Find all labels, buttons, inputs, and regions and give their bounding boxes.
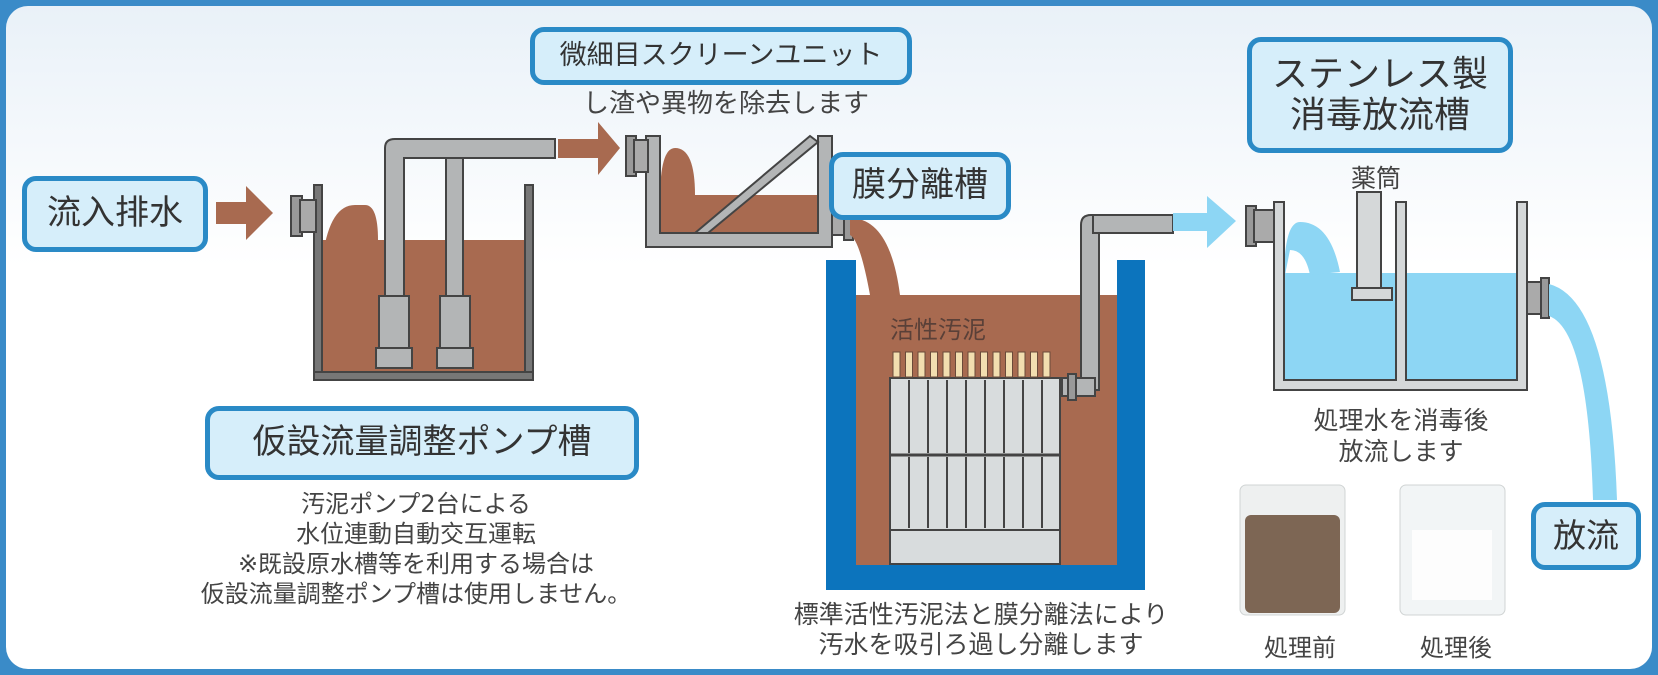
screen-inflow-arrow [558, 122, 620, 175]
membrane-tube [980, 351, 988, 378]
chemical-tube-label: 薬筒 [1350, 164, 1401, 193]
membrane-tube [905, 351, 913, 378]
discharge-stream [1549, 284, 1617, 500]
discharge-label: 放流 [1531, 502, 1641, 570]
membrane-tank [826, 214, 1174, 590]
membrane-tube [930, 351, 938, 378]
membrane-tube [917, 351, 926, 378]
disinfect-description: 処理水を消毒後 放流します [1313, 406, 1489, 467]
membrane-tube [942, 351, 951, 378]
pump-tank-label: 仮設流量調整ポンプ槽 [205, 406, 639, 480]
membrane-tank-label: 膜分離槽 [829, 152, 1011, 220]
screen-unit-label: 微細目スクリーンユニット [530, 27, 912, 85]
stainless-tank-label: ステンレス製 消毒放流槽 [1247, 37, 1513, 153]
screen-unit [625, 134, 854, 248]
membrane-tube [955, 351, 963, 378]
membrane-tube [967, 351, 976, 378]
process-flow-illustration [216, 122, 1617, 616]
membrane-tube [1005, 351, 1013, 378]
membrane-tube [1042, 351, 1051, 378]
membrane-tube [1017, 351, 1026, 378]
pump-description: 汚泥ポンプ2台による 水位連動自動交互運転 ※既設原水槽等を利用する場合は 仮設… [200, 490, 632, 608]
diagram-frame: 流入排水 微細目スクリーンユニット し渣や異物を除去します 膜分離槽 ステンレス… [6, 6, 1652, 669]
beaker-before [1239, 484, 1346, 616]
membrane-tube [992, 351, 1001, 378]
inflow-label: 流入排水 [22, 176, 208, 252]
membrane-tube [1030, 351, 1038, 378]
disinfect-inflow-arrow [1173, 196, 1236, 248]
inflow-arrow [216, 186, 273, 240]
after-treatment-label: 処理後 [1420, 634, 1492, 662]
screen-description: し渣や異物を除去します [582, 89, 869, 119]
disinfection-tank [1245, 191, 1617, 500]
beaker-after [1399, 484, 1506, 616]
membrane-tube [892, 351, 901, 378]
before-treatment-label: 処理前 [1264, 634, 1336, 662]
membrane-description: 標準活性汚泥法と膜分離法により 汚水を吸引ろ過し分離します [793, 600, 1169, 659]
activated-sludge-label: 活性汚泥 [890, 316, 986, 344]
membrane-module [889, 351, 1061, 565]
pump-tank [290, 138, 556, 381]
